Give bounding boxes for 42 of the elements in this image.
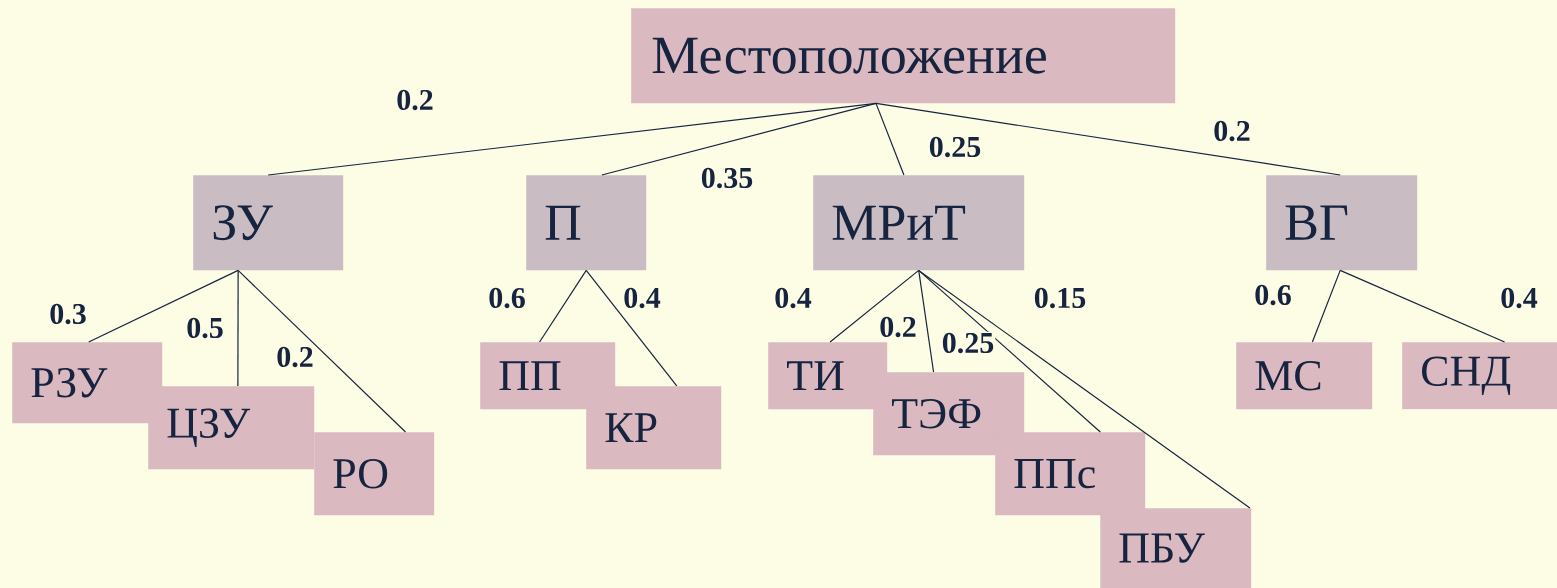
connector-line — [829, 269, 920, 343]
node-label: ТИ — [787, 361, 844, 391]
label-box: ВГ — [1266, 175, 1418, 271]
connector-line — [601, 102, 877, 176]
edge-label: 0.4 — [773, 286, 813, 310]
label-box: ПБУ — [1100, 508, 1252, 588]
label-box: РО — [314, 432, 435, 516]
connector-line — [539, 269, 587, 343]
connector-line — [1339, 269, 1506, 343]
label-box: СНД — [1402, 342, 1557, 410]
label-box: Местоположение — [631, 8, 1176, 104]
label-box: ТЭФ — [873, 372, 1025, 456]
label-box: П — [526, 175, 647, 271]
edge-label: 0.4 — [622, 286, 662, 310]
edge-label: 0.4 — [1499, 286, 1539, 310]
edge-label: 0.2 — [1212, 119, 1252, 143]
edge-label: 0.5 — [185, 316, 225, 340]
label-box: КР — [586, 386, 722, 470]
label-box: РЗУ — [12, 342, 163, 424]
edge-label: 0.6 — [1253, 283, 1293, 307]
connector-line — [918, 269, 1101, 433]
edge-label: 0.6 — [487, 286, 527, 310]
label-box: ПП — [480, 342, 616, 410]
connector-line — [1311, 269, 1341, 343]
connector-line — [88, 269, 239, 343]
edge-label: 0.3 — [48, 302, 88, 326]
label-box: ППс — [995, 432, 1146, 516]
edge-label: 0.2 — [275, 345, 315, 369]
edge-label: 0.2 — [878, 315, 918, 339]
connector-line — [237, 269, 239, 387]
label-box: МС — [1236, 342, 1373, 410]
label-box: МРиТ — [813, 175, 1025, 271]
label-box: ЗУ — [193, 175, 344, 271]
label-box: ТИ — [768, 342, 888, 410]
connector-line — [585, 269, 678, 387]
connector-line — [875, 102, 905, 176]
label-box: ЦЗУ — [148, 386, 315, 470]
connector-line — [918, 269, 935, 373]
connector-line — [237, 269, 407, 433]
connector-line — [875, 102, 1341, 176]
edge-label: 0.2 — [395, 88, 435, 112]
connector-line — [918, 269, 1251, 509]
